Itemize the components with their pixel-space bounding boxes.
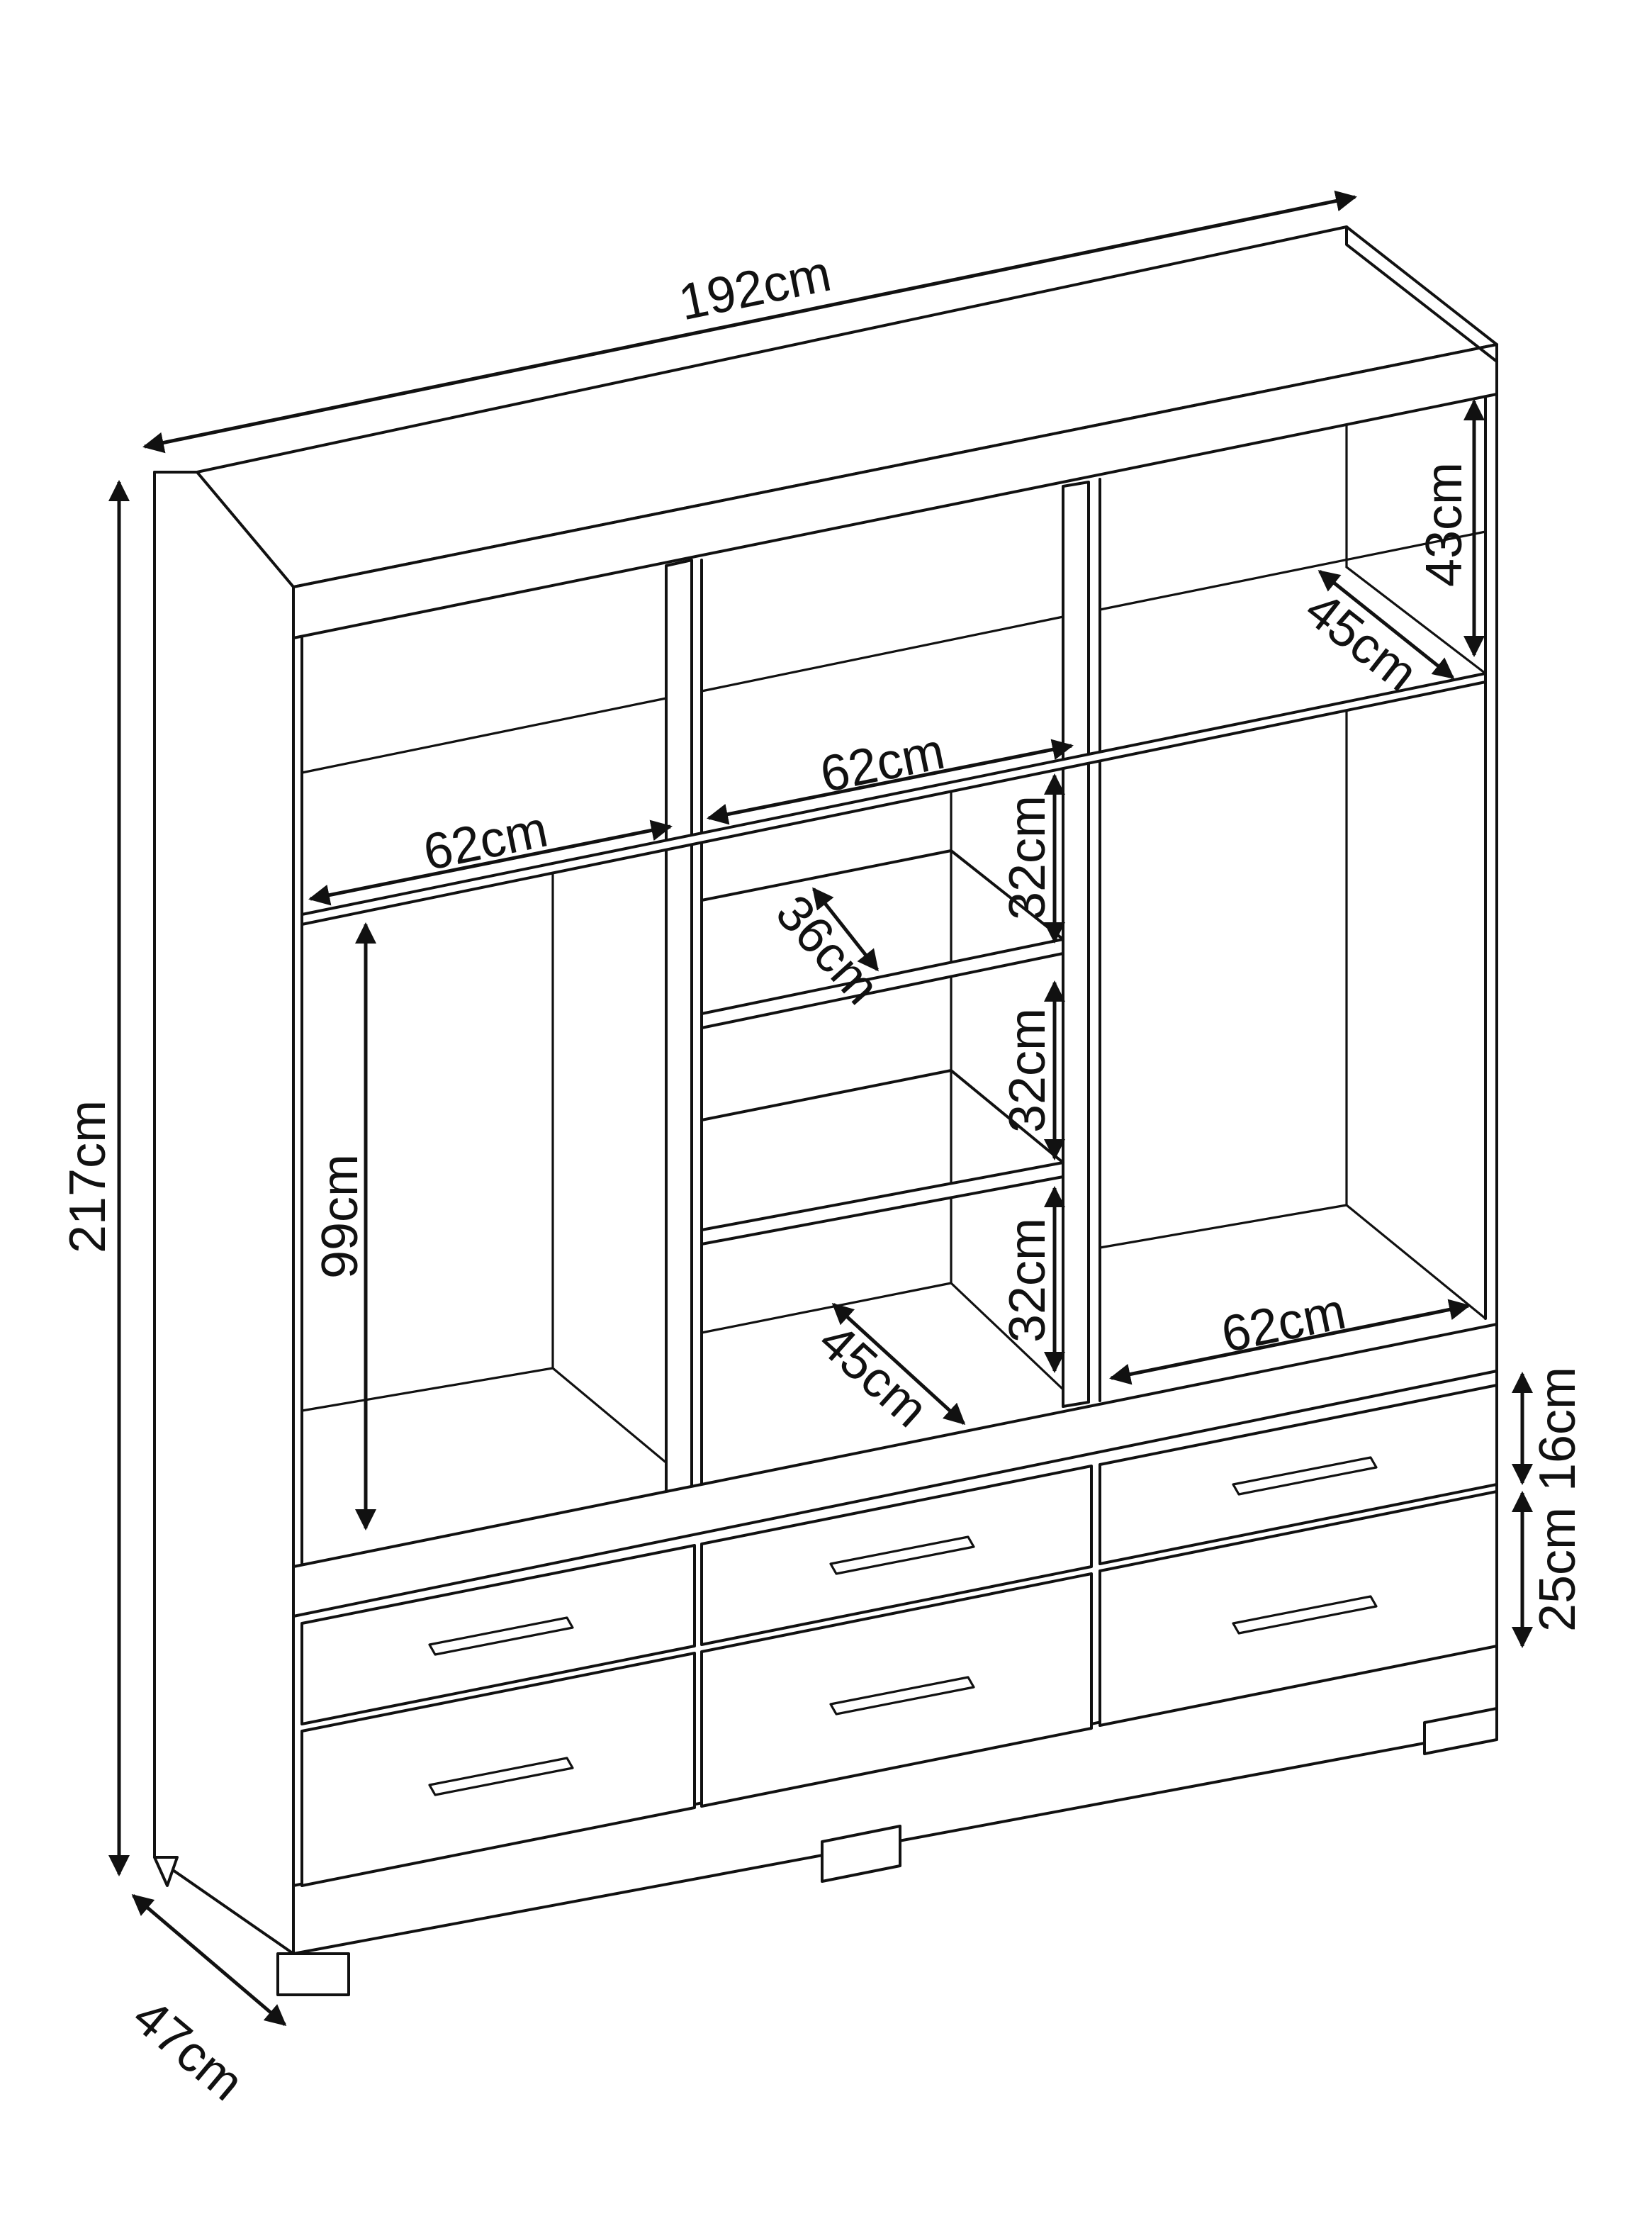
center-shelf-1 xyxy=(700,938,1064,1029)
total-height-label: 217cm xyxy=(60,1100,116,1253)
shelf-gap-1-label: 32cm xyxy=(999,795,1056,920)
top-niche-height-label: 43cm xyxy=(1416,462,1473,587)
center-shelf-1-top xyxy=(700,849,1064,941)
drawer xyxy=(300,1544,696,1725)
back-line xyxy=(1098,530,1487,611)
leg-front-center xyxy=(821,1825,901,1883)
floor-edge xyxy=(1345,1204,1487,1320)
drawer xyxy=(700,1465,1093,1646)
width-arrow xyxy=(142,190,1357,454)
drawer xyxy=(1098,1490,1498,1727)
handle xyxy=(1232,1456,1378,1496)
handle xyxy=(428,1616,574,1656)
left-shelf-width-arrow xyxy=(308,819,673,906)
center-floor-depth-arrow xyxy=(831,1302,966,1426)
back-line xyxy=(700,615,1064,693)
handle xyxy=(428,1757,574,1796)
drawer xyxy=(1098,1384,1498,1565)
right-floor-width-arrow xyxy=(1109,1299,1471,1385)
lower-drawer-height-label: 25cm xyxy=(1529,1507,1586,1632)
handle xyxy=(829,1676,975,1716)
left-side-panel xyxy=(153,471,295,1955)
drawer-handles xyxy=(428,1456,1378,1796)
main-shelf xyxy=(300,672,1487,926)
right-floor-width-label: 62cm xyxy=(1217,1283,1351,1364)
total-width-label: 192cm xyxy=(674,245,836,332)
back-line xyxy=(1098,1204,1348,1249)
top-niche-depth-arrow xyxy=(1317,570,1455,679)
drawer xyxy=(300,1652,696,1887)
center-floor-depth-label: 45cm xyxy=(808,1313,938,1438)
shelf-gap-2-label: 32cm xyxy=(999,1008,1056,1133)
back-line xyxy=(700,1282,953,1334)
center-shelf-2 xyxy=(700,1161,1064,1246)
top-drawer-height-label: 16cm xyxy=(1529,1367,1586,1492)
leg-front-right xyxy=(1423,1707,1498,1755)
back-line xyxy=(300,697,668,774)
leg-side xyxy=(153,1856,179,1887)
depth-arrow xyxy=(131,1894,287,2026)
shelf-depth-arrow xyxy=(812,887,879,972)
dimension-arrows xyxy=(108,190,1533,2026)
top-niche-depth-label: 45cm xyxy=(1295,581,1428,702)
handle xyxy=(829,1535,975,1575)
depth-label: 47cm xyxy=(122,1988,254,2111)
shelf-gap-3-label: 32cm xyxy=(999,1218,1056,1343)
hanging-height-label: 99cm xyxy=(312,1154,369,1279)
handle xyxy=(1232,1595,1378,1635)
right-divider xyxy=(1062,481,1090,1408)
mid-rail xyxy=(292,1323,1498,1618)
center-shelf-width-arrow xyxy=(707,739,1074,825)
back-line xyxy=(300,1367,554,1412)
leg-front-left xyxy=(276,1952,350,1996)
left-divider xyxy=(665,559,693,1493)
center-shelf-2-top xyxy=(700,1069,1064,1164)
drawers xyxy=(300,1384,1498,1887)
drawer xyxy=(700,1572,1093,1808)
